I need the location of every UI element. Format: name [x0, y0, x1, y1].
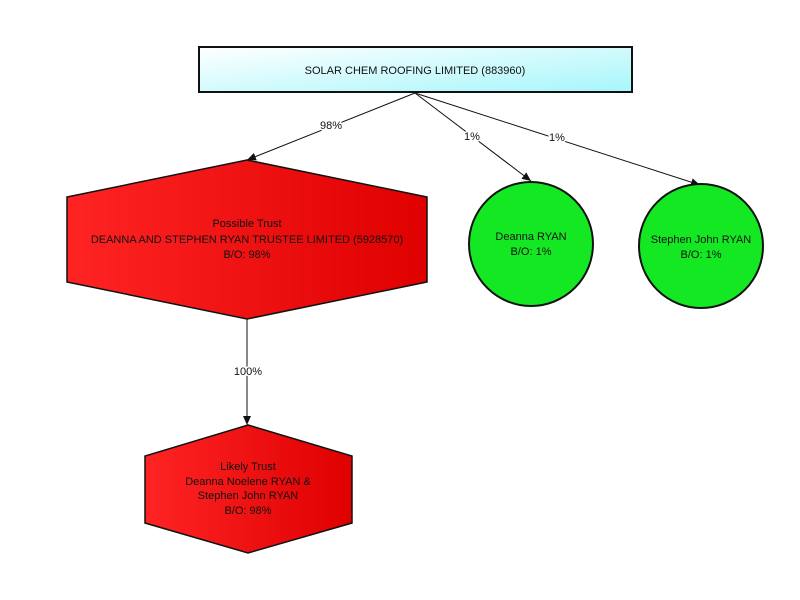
node-deanna-ryan-line2: B/O: 1% — [511, 246, 552, 258]
node-root-box — [198, 46, 633, 93]
node-deanna-ryan-shape — [468, 181, 594, 307]
node-possible-trust-shape — [66, 159, 428, 320]
node-stephen-john-ryan[interactable]: Stephen John RYAN B/O: 1% — [638, 183, 764, 309]
edges — [243, 92, 701, 425]
node-likely-trust-line3: Stephen John RYAN — [198, 490, 299, 502]
node-likely-trust-shape — [144, 424, 353, 554]
node-possible-trust-line1: Possible Trust — [212, 218, 281, 230]
node-possible-trust[interactable]: Possible Trust DEANNA AND STEPHEN RYAN T… — [66, 159, 428, 320]
node-stephen-john-ryan-line2: B/O: 1% — [681, 249, 722, 261]
edge-root-to-trust[interactable] — [246, 92, 416, 161]
node-likely-trust-line4: B/O: 98% — [224, 505, 271, 517]
edge-root-to-stephen[interactable] — [414, 92, 701, 187]
node-deanna-ryan-line1: Deanna RYAN — [495, 231, 566, 243]
node-stephen-john-ryan-shape — [638, 183, 764, 309]
node-possible-trust-line2: DEANNA AND STEPHEN RYAN TRUSTEE LIMITED … — [91, 234, 403, 246]
node-possible-trust-line3: B/O: 98% — [223, 249, 270, 261]
node-likely-trust[interactable]: Likely Trust Deanna Noelene RYAN & Steph… — [144, 424, 353, 554]
edge-label-root-to-stephen: 1% — [549, 132, 565, 144]
node-stephen-john-ryan-line1: Stephen John RYAN — [651, 234, 752, 246]
edge-root-to-deanna[interactable] — [414, 92, 532, 182]
node-root-label: SOLAR CHEM ROOFING LIMITED (883960) — [305, 65, 526, 77]
edge-label-root-to-deanna: 1% — [464, 131, 480, 143]
edge-label-root-to-trust: 98% — [320, 120, 342, 132]
node-likely-trust-line1: Likely Trust — [220, 461, 276, 473]
node-likely-trust-line2: Deanna Noelene RYAN & — [185, 476, 311, 488]
node-deanna-ryan[interactable]: Deanna RYAN B/O: 1% — [468, 181, 594, 307]
edge-labels: 98% 1% 1% 100% — [232, 119, 566, 380]
node-root-company[interactable]: SOLAR CHEM ROOFING LIMITED (883960) — [198, 46, 633, 93]
edge-label-trust-to-likely: 100% — [234, 366, 262, 378]
